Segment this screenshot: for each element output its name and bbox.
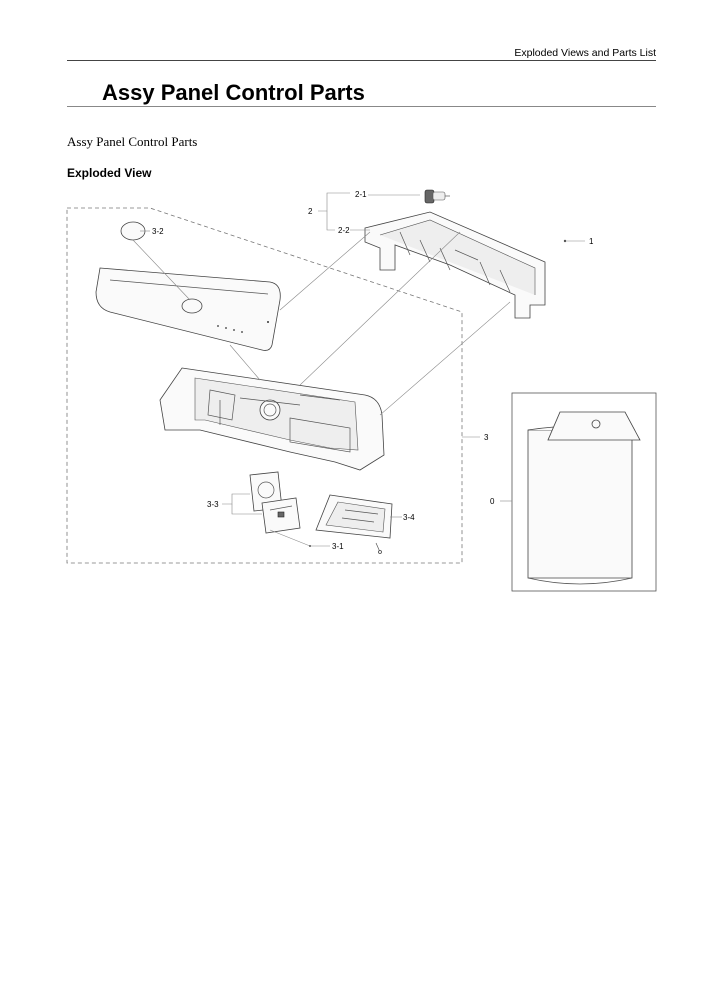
header-divider [67, 60, 656, 61]
pcb-module [249, 471, 301, 534]
callout-2-1: 2-1 [355, 190, 367, 199]
screw-part [375, 542, 382, 554]
callout-1: 1 [589, 237, 594, 246]
callout-3-2: 3-2 [152, 227, 164, 236]
callout-2: 2 [308, 207, 313, 216]
appliance-inset-box [511, 392, 657, 592]
title-divider [67, 106, 656, 107]
callout-3-3: 3-3 [207, 500, 219, 509]
panel-rear-frame [364, 211, 546, 319]
callout-3-4: 3-4 [403, 513, 415, 522]
display-board [315, 494, 393, 539]
header-section-label: Exploded Views and Parts List [514, 47, 656, 59]
callout-3: 3 [484, 433, 489, 442]
section-heading: Exploded View [67, 166, 152, 180]
control-panel-body [159, 367, 385, 471]
callout-0: 0 [490, 497, 495, 506]
page-title: Assy Panel Control Parts [102, 80, 365, 105]
callout-2-2: 2-2 [338, 226, 350, 235]
callout-3-1: 3-1 [332, 542, 344, 551]
front-panel-cover [95, 267, 281, 351]
connector-part [424, 189, 450, 204]
page-subtitle: Assy Panel Control Parts [67, 134, 198, 149]
appliance-drawing [527, 411, 641, 585]
